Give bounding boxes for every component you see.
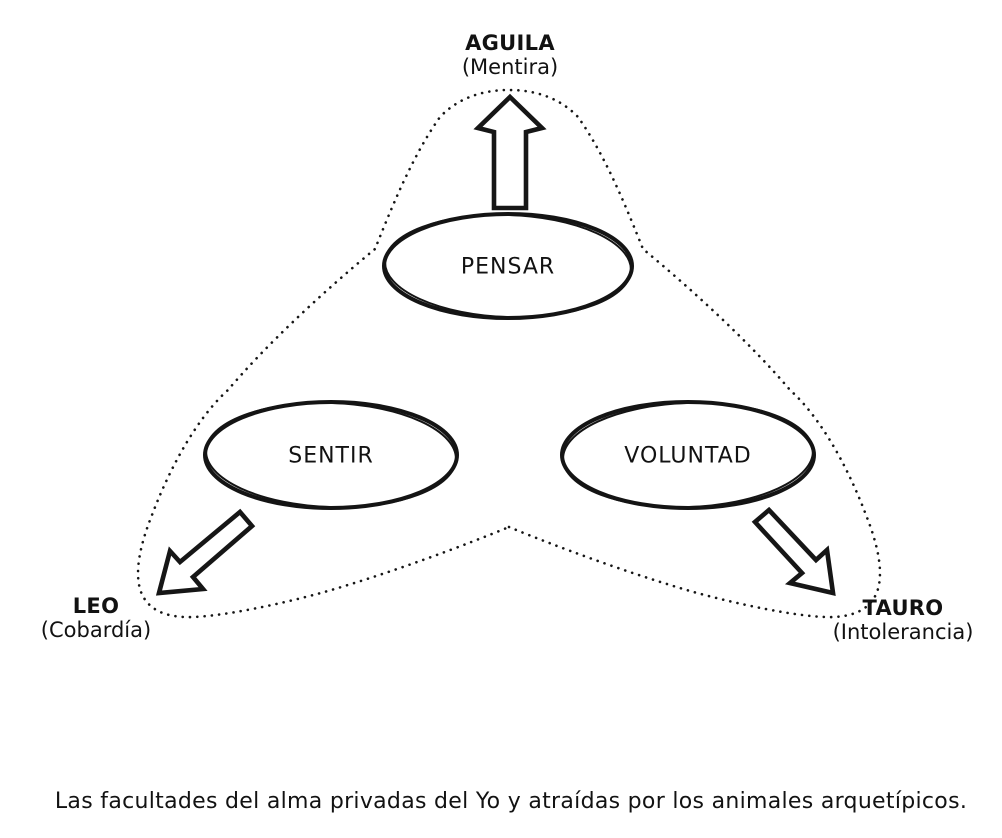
node-ellipse-pensar xyxy=(382,212,634,320)
pole-label-aguila: AGUILA (Mentira) xyxy=(462,31,558,79)
node-label-voluntad: VOLUNTAD xyxy=(624,443,752,469)
arrow-sentir-to-leo-icon xyxy=(155,508,256,596)
pole-name-leo: LEO xyxy=(72,594,120,618)
arrow-pensar-to-aguila-icon xyxy=(473,93,547,211)
node-label-sentir: SENTIR xyxy=(288,443,374,469)
arrow-voluntad-to-tauro-icon xyxy=(751,506,836,596)
pole-label-tauro: TAURO (Intolerancia) xyxy=(833,596,974,644)
pole-trait-tauro: (Intolerancia) xyxy=(832,620,974,645)
pole-label-leo: LEO (Cobardía) xyxy=(41,594,151,642)
node-ellipse-sentir xyxy=(203,400,459,510)
dotted-boundary xyxy=(136,88,882,619)
diagram-caption: Las facultades del alma privadas del Yo … xyxy=(54,789,968,814)
pole-trait-aguila: (Mentira) xyxy=(461,55,559,80)
pole-name-aguila: AGUILA xyxy=(465,31,555,55)
node-label-pensar: PENSAR xyxy=(460,254,556,280)
pole-trait-leo: (Cobardía) xyxy=(40,618,152,643)
pole-name-tauro: TAURO xyxy=(862,596,944,620)
node-ellipse-voluntad xyxy=(560,400,816,510)
